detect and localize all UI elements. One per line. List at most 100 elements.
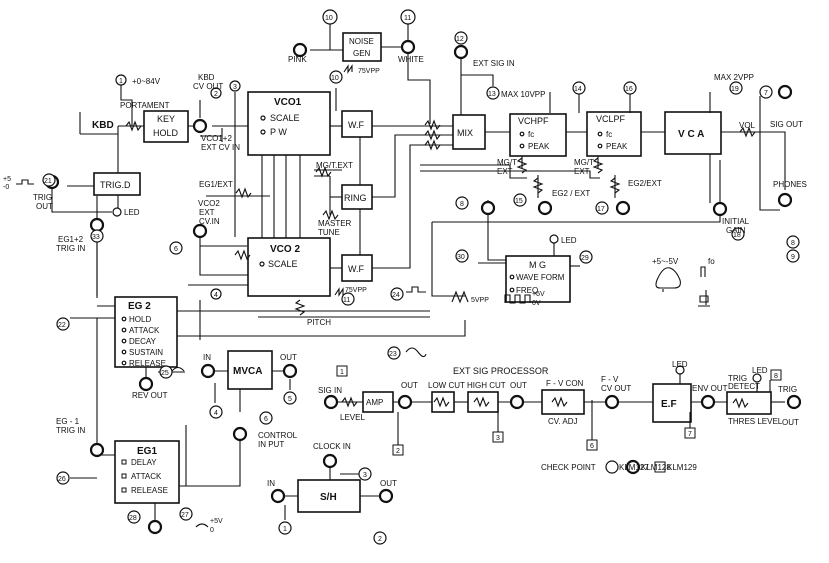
trig-out-jack-2[interactable] bbox=[786, 394, 802, 410]
vchpf-mod-2: EXT bbox=[497, 167, 513, 176]
high-cut-label: HIGH CUT bbox=[467, 381, 506, 390]
ext-sig-in-label: EXT SIG IN bbox=[473, 59, 515, 68]
mvca-out-jack[interactable] bbox=[282, 363, 298, 379]
ring-label: RING bbox=[344, 193, 367, 203]
cp-6a: 6 bbox=[174, 246, 178, 253]
pulse-icon-21 bbox=[16, 179, 34, 185]
eg1-box bbox=[114, 440, 180, 504]
cp-2: 2 bbox=[214, 91, 218, 98]
vca-label: V C A bbox=[678, 129, 704, 140]
cp-26: 26 bbox=[58, 476, 66, 483]
cp-14: 14 bbox=[574, 86, 582, 93]
ext-sig-in-jack[interactable] bbox=[453, 44, 469, 60]
mg-title: M G bbox=[529, 260, 546, 270]
cp-7: 7 bbox=[764, 90, 768, 97]
vco1-scale-knob bbox=[260, 115, 266, 121]
vclpf-box bbox=[586, 111, 642, 157]
cp-9: 9 bbox=[791, 254, 795, 261]
clock-in-label: CLOCK IN bbox=[313, 442, 351, 451]
control-input-jack[interactable] bbox=[232, 426, 248, 442]
cp-25: 25 bbox=[161, 370, 169, 377]
cp-29: 29 bbox=[581, 255, 589, 262]
pink-jack[interactable] bbox=[292, 42, 308, 58]
fv-cv-out-2: CV OUT bbox=[601, 384, 631, 393]
key-hold-label-1: KEY bbox=[157, 114, 175, 124]
tri-wave-icon bbox=[451, 290, 469, 304]
square-wave-icon bbox=[504, 294, 531, 304]
trig-led-icon bbox=[112, 207, 122, 217]
sq-0v: 0V bbox=[532, 300, 541, 307]
eg2-release: RELEASE bbox=[129, 359, 166, 368]
jacks bbox=[44, 39, 802, 535]
eg2-ext-vclpf-jack[interactable] bbox=[615, 200, 631, 216]
filter-out-jack[interactable] bbox=[509, 394, 525, 410]
sq-3: 3 bbox=[496, 435, 500, 442]
portament-label: PORTAMENT bbox=[120, 101, 170, 110]
check-point-legend: CHECK POINT KLM127 KLM128 KLM129 bbox=[541, 463, 697, 472]
kbd-cv-out-jack[interactable] bbox=[192, 118, 208, 134]
sq-6: 6 bbox=[590, 443, 594, 450]
kbd-bracket bbox=[79, 112, 118, 135]
eg1-ext-label: EG1/EXT bbox=[199, 180, 233, 189]
control-in-2: IN PUT bbox=[258, 440, 284, 449]
sig-in-jack[interactable] bbox=[323, 394, 339, 410]
trig-out-2-1: TRIG bbox=[778, 385, 797, 394]
mg-out-jack[interactable] bbox=[480, 200, 496, 216]
cp-10b: 10 bbox=[331, 75, 339, 82]
pitch-label: PITCH bbox=[307, 318, 331, 327]
legend-klm127: KLM127 bbox=[619, 463, 649, 472]
eg1-knob-2 bbox=[121, 473, 127, 479]
vco2-ext-2: EXT bbox=[199, 208, 215, 217]
sig-out-jack[interactable] bbox=[777, 84, 793, 100]
mvca-in-jack[interactable] bbox=[200, 363, 216, 379]
mg-freq-knob bbox=[509, 287, 515, 293]
vchpf-fc: fc bbox=[528, 130, 534, 139]
legend-square-klm129 bbox=[654, 461, 666, 473]
cp-21: 21 bbox=[44, 178, 52, 185]
cp-28: 28 bbox=[129, 515, 137, 522]
clock-in-jack[interactable] bbox=[322, 453, 338, 469]
low-cut-label: LOW CUT bbox=[428, 381, 465, 390]
level-label: LEVEL bbox=[340, 413, 365, 422]
led-label-3: LED bbox=[672, 360, 688, 369]
pulse-icon-eg1 bbox=[195, 523, 209, 528]
vca-box bbox=[664, 111, 722, 155]
phones-jack[interactable] bbox=[777, 192, 793, 208]
master-tune-1: MASTER bbox=[318, 219, 352, 228]
fv-cv-out-jack[interactable] bbox=[604, 394, 620, 410]
eg2-ext-vchpf-jack[interactable] bbox=[537, 200, 553, 216]
cv-adj-label: CV. ADJ bbox=[548, 417, 578, 426]
cp-13: 13 bbox=[488, 91, 496, 98]
noise-gen-label-1: NOISE bbox=[349, 37, 374, 46]
control-in-1: CONTROL bbox=[258, 431, 298, 440]
eg1-out-jack[interactable] bbox=[147, 519, 163, 535]
cp-18: 18 bbox=[733, 232, 741, 239]
vclpf-mod-2: EXT bbox=[574, 167, 590, 176]
cp-22: 22 bbox=[58, 322, 66, 329]
vco2-ext-cv-jack[interactable] bbox=[192, 223, 208, 239]
sh-in-jack[interactable] bbox=[270, 488, 286, 504]
sh-out-jack[interactable] bbox=[378, 488, 394, 504]
foot-switch-icon bbox=[698, 295, 710, 307]
initial-gain-jack[interactable] bbox=[712, 201, 728, 217]
eg1-trig-in-jack[interactable] bbox=[89, 442, 105, 458]
fv-con-label: F - V CON bbox=[546, 379, 584, 388]
cp-1b: 1 bbox=[283, 526, 287, 533]
wf1-label: W.F bbox=[348, 120, 364, 130]
vchpf-peak-knob bbox=[519, 143, 525, 149]
cp-8b: 8 bbox=[460, 201, 464, 208]
vchpf-box bbox=[509, 113, 567, 157]
pink-label: PINK bbox=[288, 55, 307, 64]
noise-gen-label-2: GEN bbox=[353, 49, 371, 58]
rev-out-jack[interactable] bbox=[138, 376, 154, 392]
vchpf-mod-1: MG/T bbox=[497, 158, 517, 167]
rev-out-label: REV OUT bbox=[132, 391, 168, 400]
cp-30: 30 bbox=[457, 254, 465, 261]
env-out-jack[interactable] bbox=[700, 394, 716, 410]
ef-led-icon bbox=[675, 365, 685, 375]
white-jack[interactable] bbox=[400, 39, 416, 55]
amp-out-jack[interactable] bbox=[397, 394, 413, 410]
cp-17: 17 bbox=[597, 206, 605, 213]
eg12-trig-in-jack[interactable] bbox=[89, 217, 105, 233]
eg12-trig-1: EG1+2 bbox=[58, 235, 84, 244]
